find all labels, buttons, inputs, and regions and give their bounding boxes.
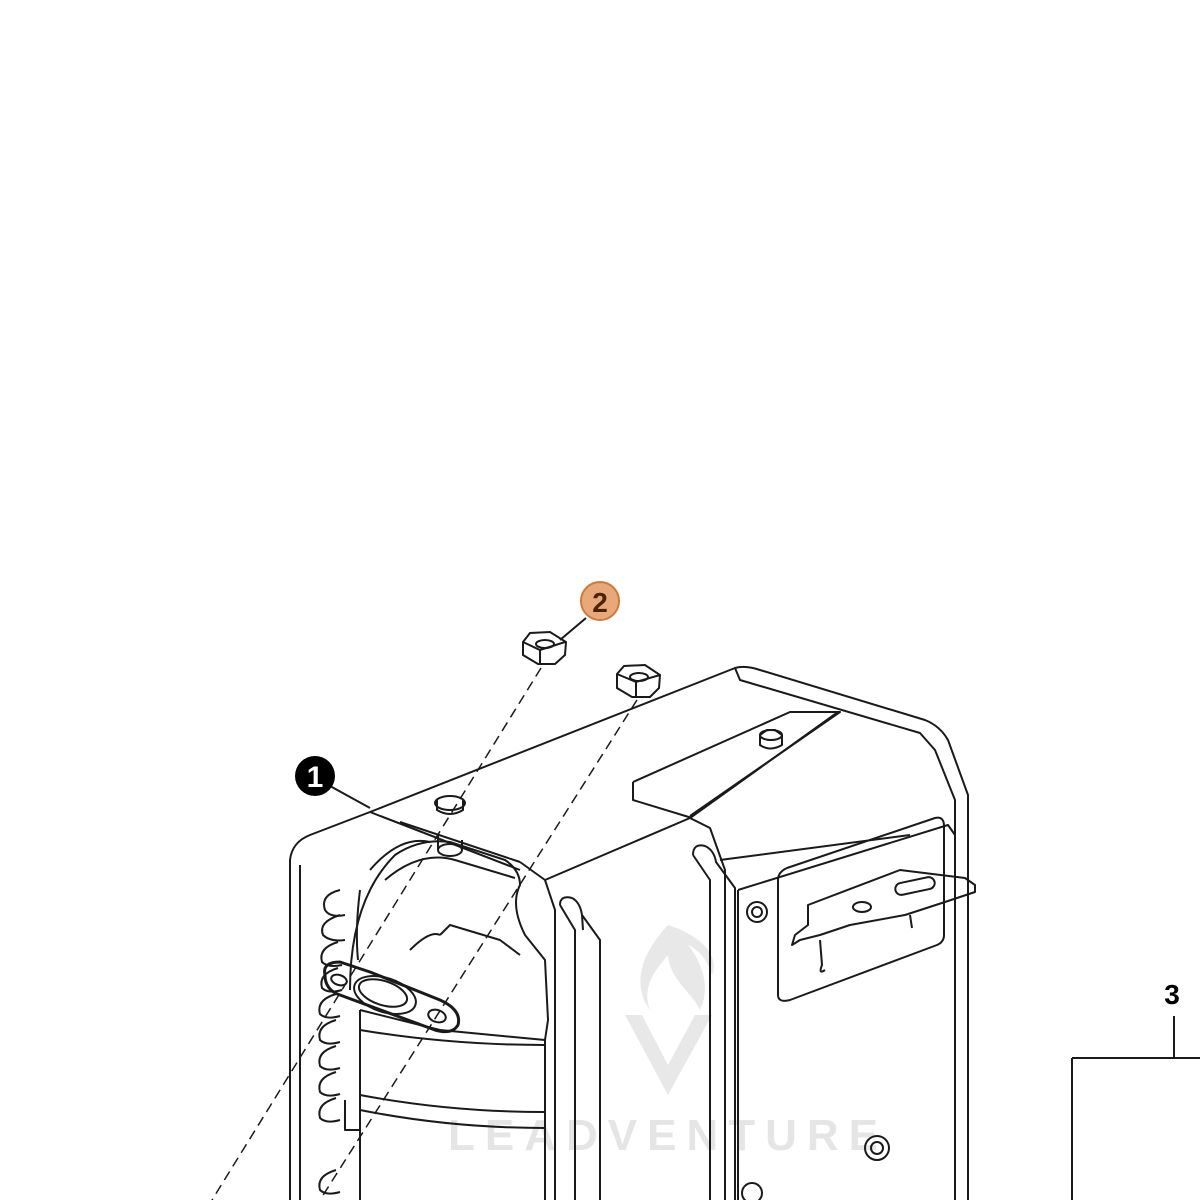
leader-line-1: [329, 785, 371, 809]
top-stud-right: [759, 729, 783, 750]
side-bolt-mid: [864, 1135, 890, 1161]
muffler-front-face: [519, 817, 726, 1200]
callout-3[interactable]: 3: [1071, 979, 1200, 1200]
side-bolt-top: [746, 901, 768, 923]
callout-3-label: 3: [1164, 979, 1180, 1010]
leader-line-2: [559, 617, 587, 641]
callout-2-label: 2: [592, 587, 608, 618]
callout-2-badge: [580, 581, 620, 621]
strap-right: [692, 844, 736, 1200]
callout-2[interactable]: 2: [559, 581, 620, 641]
side-bolt-bottom: [741, 1182, 763, 1200]
exhaust-flange: [323, 960, 461, 1034]
callout-1[interactable]: 1: [295, 756, 371, 809]
callout-1-badge: [295, 756, 335, 796]
watermark-flame-icon: [625, 925, 714, 1095]
watermark-text: LEADVENTURE: [448, 1111, 888, 1160]
leader-line-3: [1071, 1016, 1200, 1200]
top-stud-left: [434, 795, 466, 857]
inlet-elbow: [349, 840, 549, 1041]
muffler-assembly: [289, 665, 976, 1200]
callout-1-label: 1: [307, 761, 324, 794]
nut-1: [522, 630, 568, 665]
nut-2: [616, 663, 662, 698]
mounting-bracket: [777, 816, 976, 1002]
strap-left: [559, 896, 601, 1200]
watermark: LEADVENTURE: [448, 925, 888, 1160]
alignment-lines: [211, 667, 638, 1200]
cooling-fins: [318, 889, 346, 1195]
muffler-back-shell: [289, 665, 969, 1200]
